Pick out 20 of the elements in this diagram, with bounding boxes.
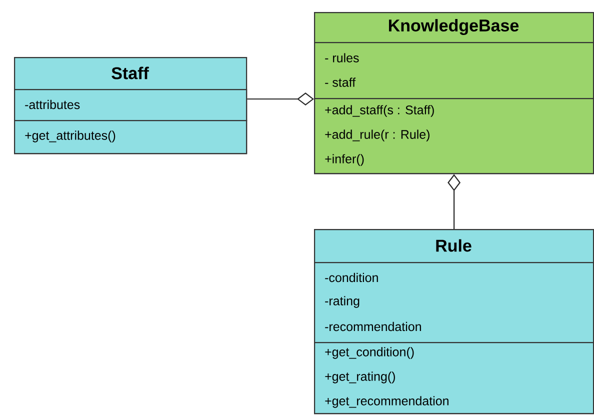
methods-compartment [314, 98, 594, 174]
attributes-compartment [314, 42, 594, 100]
member-text: +infer() [325, 154, 364, 166]
member-text: -condition [325, 272, 378, 282]
member-text: -recommendation [325, 322, 421, 332]
methods-compartment [14, 120, 248, 154]
member-text: - rules [325, 53, 359, 62]
attributes-compartment [14, 89, 248, 122]
member-text: -attributes [25, 100, 80, 110]
member-text: +get_attributes() [25, 130, 116, 142]
methods-compartment [314, 342, 594, 414]
member-text: -rating [325, 296, 360, 308]
aggregation-line [247, 92, 314, 106]
member-text: +add_staff(s : Staff) [325, 105, 434, 117]
member-text: +get_recommendation [325, 396, 448, 408]
attributes-compartment [314, 262, 594, 344]
member-text: +add_rule(r : Rule) [325, 130, 430, 142]
member-text: +get_condition() [325, 347, 414, 359]
member-text: +get_rating() [325, 372, 395, 384]
member-text: - staff [325, 78, 356, 87]
